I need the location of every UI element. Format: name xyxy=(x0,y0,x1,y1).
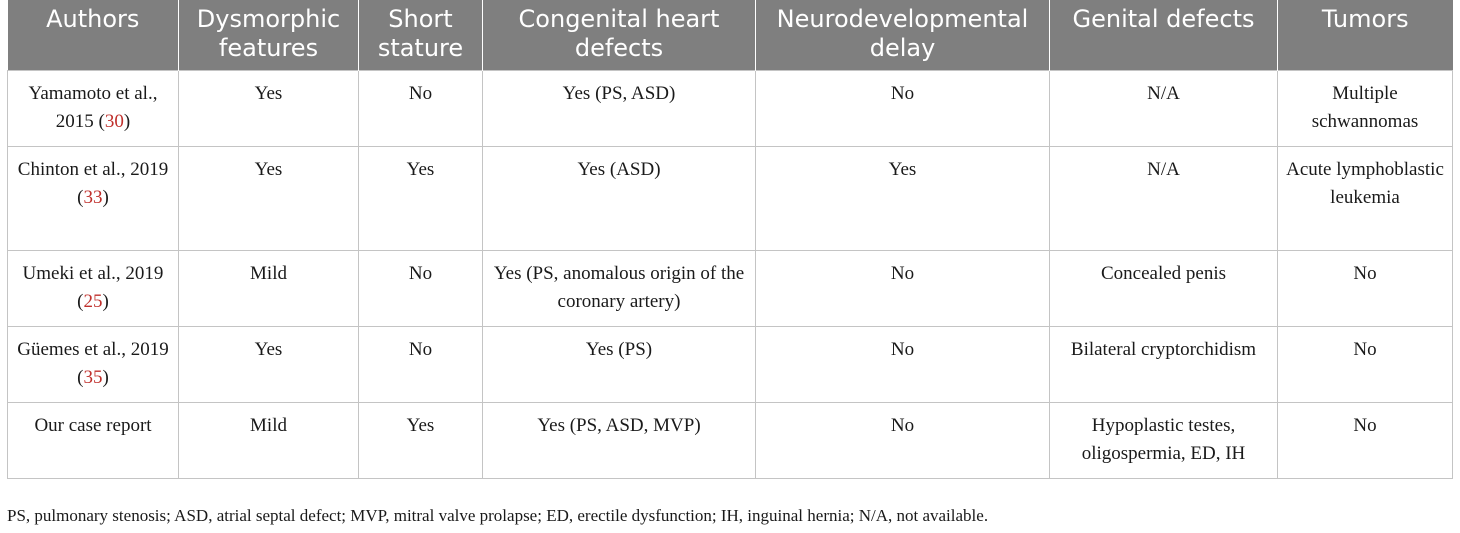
cell-heart-defects: Yes (PS, ASD, MVP) xyxy=(482,402,756,479)
cell-heart-defects: Yes (PS) xyxy=(482,326,756,403)
cell-tumors: Multiple schwannomas xyxy=(1277,70,1453,147)
cell-short-stature: No xyxy=(358,326,483,403)
cell-dysmorphic: Yes xyxy=(178,70,359,147)
header-dysmorphic-features: Dysmorphic features xyxy=(178,0,359,71)
header-authors: Authors xyxy=(7,0,179,71)
cell-genital-defects: Bilateral cryptorchidism xyxy=(1049,326,1278,403)
table-footnote: PS, pulmonary stenosis; ASD, atrial sept… xyxy=(7,506,989,525)
author-text: Umeki et al., 2019 xyxy=(22,263,164,284)
cell-neuro-delay: No xyxy=(755,70,1050,147)
cell-author: Umeki et al., 2019 (25) xyxy=(7,250,179,327)
cell-short-stature: Yes xyxy=(358,146,483,251)
cell-genital-defects: N/A xyxy=(1049,146,1278,251)
cell-neuro-delay: No xyxy=(755,402,1050,479)
cell-author: Our case report xyxy=(7,402,179,479)
cell-dysmorphic: Mild xyxy=(178,250,359,327)
reference-link[interactable]: 33 xyxy=(83,187,103,208)
table-row: Our case report Mild Yes Yes (PS, ASD, M… xyxy=(7,402,1453,479)
table-row: Yamamoto et al., 2015 (30) Yes No Yes (P… xyxy=(7,70,1453,147)
reference-link[interactable]: 30 xyxy=(104,111,124,132)
reference-link[interactable]: 25 xyxy=(83,291,103,312)
header-tumors: Tumors xyxy=(1277,0,1453,71)
cell-neuro-delay: No xyxy=(755,250,1050,327)
table-row: Umeki et al., 2019 (25) Mild No Yes (PS,… xyxy=(7,250,1453,327)
header-neurodevelopmental-delay: Neurodevelopmental delay xyxy=(755,0,1050,71)
header-congenital-heart-defects: Congenital heart defects xyxy=(482,0,756,71)
cell-neuro-delay: Yes xyxy=(755,146,1050,251)
cell-author: Chinton et al., 2019 (33) xyxy=(7,146,179,251)
cell-heart-defects: Yes (ASD) xyxy=(482,146,756,251)
cell-tumors: No xyxy=(1277,402,1453,479)
comparison-table-container: Authors Dysmorphic features Short statur… xyxy=(7,0,1453,479)
cell-neuro-delay: No xyxy=(755,326,1050,403)
table-header-row: Authors Dysmorphic features Short statur… xyxy=(7,0,1453,71)
cell-genital-defects: N/A xyxy=(1049,70,1278,147)
cell-author: Yamamoto et al., 2015 (30) xyxy=(7,70,179,147)
cell-dysmorphic: Mild xyxy=(178,402,359,479)
cell-author: Güemes et al., 2019 (35) xyxy=(7,326,179,403)
cell-short-stature: Yes xyxy=(358,402,483,479)
author-text: Chinton et al., 2019 xyxy=(17,159,169,180)
header-genital-defects: Genital defects xyxy=(1049,0,1278,71)
table-row: Güemes et al., 2019 (35) Yes No Yes (PS)… xyxy=(7,326,1453,403)
reference-link[interactable]: 35 xyxy=(83,367,103,388)
author-text: Güemes et al., 2019 xyxy=(17,339,169,360)
author-text: Yamamoto et al., 2015 xyxy=(28,83,158,132)
cell-tumors: No xyxy=(1277,326,1453,403)
cell-heart-defects: Yes (PS, anomalous origin of the coronar… xyxy=(482,250,756,327)
cell-dysmorphic: Yes xyxy=(178,146,359,251)
cell-genital-defects: Concealed penis xyxy=(1049,250,1278,327)
cell-short-stature: No xyxy=(358,250,483,327)
table-row: Chinton et al., 2019 (33) Yes Yes Yes (A… xyxy=(7,146,1453,251)
cell-short-stature: No xyxy=(358,70,483,147)
cell-genital-defects: Hypoplastic testes, oligospermia, ED, IH xyxy=(1049,402,1278,479)
cell-dysmorphic: Yes xyxy=(178,326,359,403)
cell-tumors: Acute lymphoblastic leukemia xyxy=(1277,146,1453,251)
comparison-table: Authors Dysmorphic features Short statur… xyxy=(7,0,1453,479)
header-short-stature: Short stature xyxy=(358,0,483,71)
cell-tumors: No xyxy=(1277,250,1453,327)
cell-heart-defects: Yes (PS, ASD) xyxy=(482,70,756,147)
